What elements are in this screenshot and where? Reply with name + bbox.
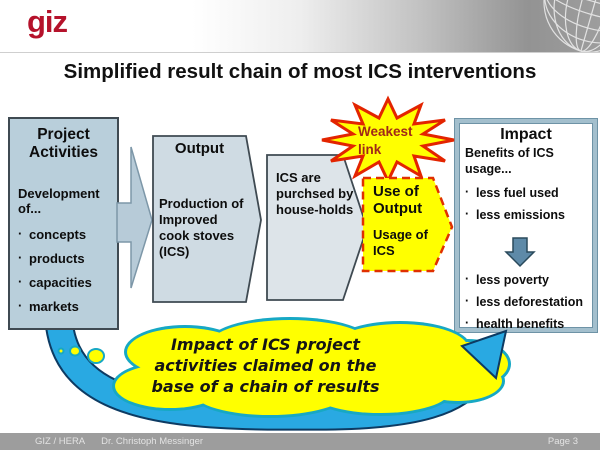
project-activities-title: Project Activities xyxy=(29,126,98,161)
footer-author: Dr. Christoph Messinger xyxy=(101,436,204,447)
list-item: less deforestation xyxy=(465,294,589,309)
impact-title: Impact xyxy=(500,126,552,143)
use-of-output-title: Use of Output xyxy=(373,183,423,218)
use-of-output-body: Usage of ICS xyxy=(373,227,428,258)
project-activities-list: concepts products capacities markets xyxy=(18,226,113,314)
list-item: markets xyxy=(18,298,113,314)
list-item: concepts xyxy=(18,226,113,242)
project-activities-box: Project Activities Development of... con… xyxy=(8,117,119,330)
list-item: less emissions xyxy=(465,207,589,222)
giz-logo: giz xyxy=(27,4,68,39)
globe-icon xyxy=(543,0,600,52)
list-item: health benefits xyxy=(465,316,589,331)
thought-bubbles xyxy=(57,345,105,364)
cloud-line: activities claimed on the xyxy=(154,355,377,375)
swoosh-arrowhead xyxy=(460,329,508,380)
right-block-arrow xyxy=(116,146,153,289)
list-item: products xyxy=(18,250,113,266)
slide-footer: GIZ / HERA Dr. Christoph Messinger Page … xyxy=(0,433,600,450)
list-item: capacities xyxy=(18,274,113,290)
footer-page-number: Page 3 xyxy=(547,436,578,447)
list-item: less fuel used xyxy=(465,185,589,200)
page-title: Simplified result chain of most ICS inte… xyxy=(63,60,537,83)
impact-intro: Benefits of ICS usage... xyxy=(465,146,554,176)
project-activities-intro: Development of... xyxy=(18,185,100,217)
cloud-text: Impact of ICS project activities claimed… xyxy=(118,335,413,397)
impact-benefits-list: less fuel used less emissions xyxy=(465,185,589,222)
slide-header: giz xyxy=(0,0,600,53)
impact-arrow-gap xyxy=(459,230,593,263)
footer-org: GIZ / HERA xyxy=(35,436,86,447)
list-item: less poverty xyxy=(465,272,589,287)
output-body: Production of Improved cook stoves (ICS) xyxy=(159,196,244,259)
impact-outcomes-list: less poverty less deforestation health b… xyxy=(465,272,589,331)
weakest-link-label: Weakest link xyxy=(358,124,413,157)
cloud-line: base of a chain of results xyxy=(151,376,380,396)
impact-box: Impact Benefits of ICS usage... less fue… xyxy=(455,119,597,332)
cloud-line: Impact of ICS project xyxy=(170,335,361,354)
output-title: Output xyxy=(174,140,225,157)
purchase-body: ICS are purchsed by house-holds xyxy=(276,170,354,217)
